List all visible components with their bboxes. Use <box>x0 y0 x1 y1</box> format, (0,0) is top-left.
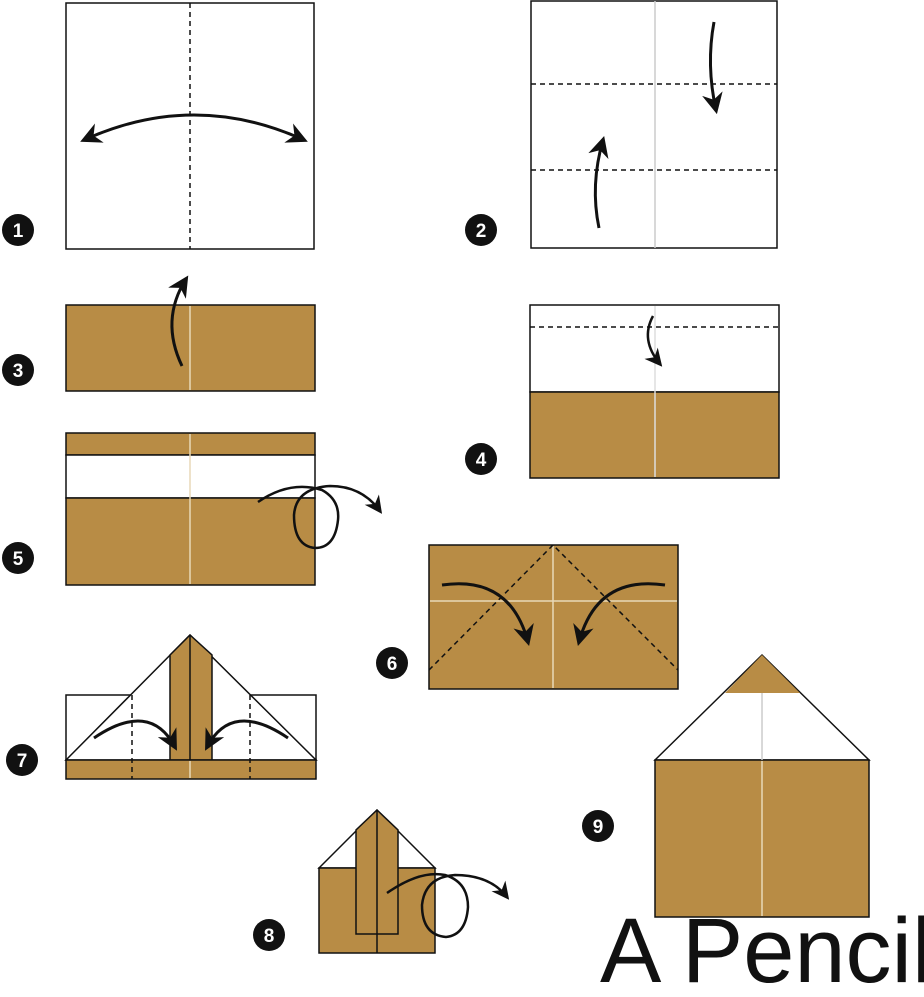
turn-over-arrow <box>257 484 383 550</box>
step-number-6: 6 <box>376 647 408 679</box>
step-number-3: 3 <box>2 354 34 386</box>
svg-text:1: 1 <box>13 221 24 242</box>
step-number-4: 4 <box>465 443 497 475</box>
step-9 <box>653 653 871 918</box>
svg-text:6: 6 <box>387 654 398 675</box>
svg-text:8: 8 <box>264 926 275 947</box>
step-7 <box>64 633 318 780</box>
step-number-2: 2 <box>465 214 497 246</box>
step-number-9: 9 <box>582 810 614 842</box>
svg-text:2: 2 <box>476 221 487 242</box>
step-1 <box>65 2 315 250</box>
diagram-title: A Pencil <box>600 900 924 997</box>
step-number-1: 1 <box>2 214 34 246</box>
step-6 <box>428 543 679 690</box>
svg-text:4: 4 <box>476 450 487 471</box>
fold-unfold-arrow <box>80 113 308 143</box>
step-3 <box>65 275 316 392</box>
svg-text:9: 9 <box>593 817 604 838</box>
step-number-5: 5 <box>2 542 34 574</box>
svg-text:5: 5 <box>13 549 24 570</box>
svg-text:7: 7 <box>17 751 28 772</box>
step-5 <box>65 432 383 586</box>
step-number-badges: 1 2 3 4 5 6 7 8 9 <box>2 214 614 951</box>
step-8 <box>317 808 510 954</box>
svg-text:3: 3 <box>13 361 24 382</box>
step-4 <box>529 304 780 479</box>
step-2 <box>530 0 778 249</box>
step-number-8: 8 <box>253 919 285 951</box>
step-number-7: 7 <box>6 744 38 776</box>
fold-down-arrow <box>702 21 723 115</box>
fold-up-arrow <box>588 135 609 229</box>
